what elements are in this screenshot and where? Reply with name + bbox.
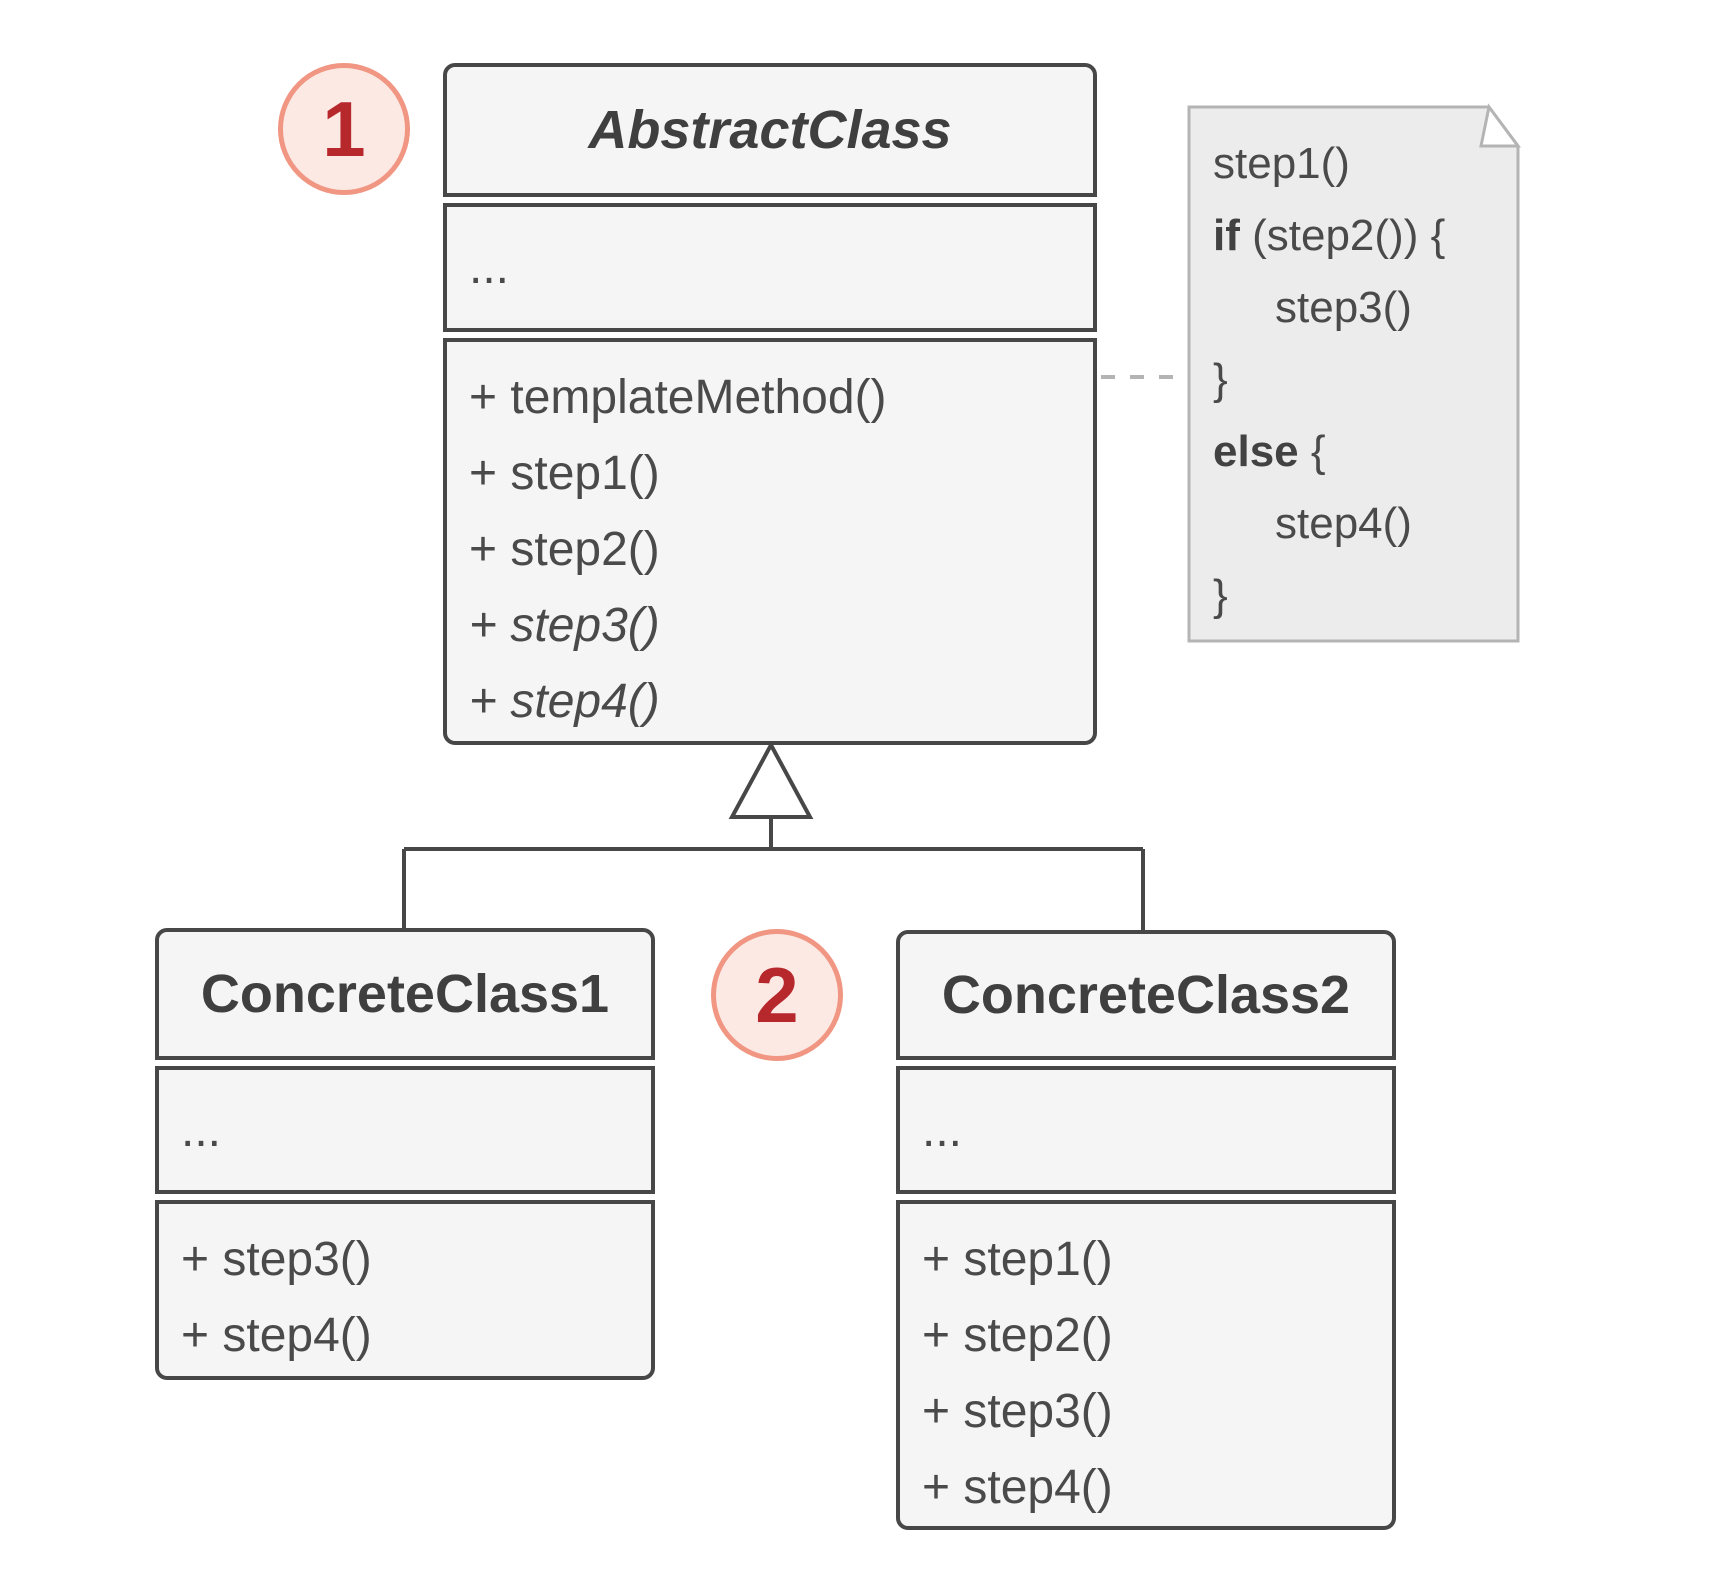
note-code-line: } — [1213, 560, 1513, 632]
note-text-segment: step1() — [1213, 139, 1350, 188]
method-item: + step2() — [922, 1309, 1113, 1362]
badge-2: 2 — [711, 929, 843, 1061]
note-code: step1() if (step2()) { step3() } else { … — [1213, 128, 1513, 632]
note-text-segment: (step2()) { — [1239, 211, 1446, 260]
method-item: + step3() — [181, 1233, 372, 1286]
badge-1: 1 — [278, 63, 410, 195]
class-concreteclass1-methods: + step3() + step4() — [155, 1200, 655, 1380]
class-concreteclass2-attributes: ... — [896, 1066, 1396, 1194]
class-concreteclass2-title: ConcreteClass2 — [896, 930, 1396, 1060]
attributes-placeholder: ... — [922, 1103, 963, 1157]
note-keyword: if — [1213, 211, 1240, 260]
method-item: + step2() — [469, 523, 660, 576]
class-abstractclass-methods: + templateMethod() + step1() + step2() +… — [443, 338, 1097, 745]
class-abstractclass: AbstractClass ... + templateMethod() + s… — [443, 63, 1097, 745]
note-shape — [1187, 105, 1520, 643]
note-code-line: if (step2()) { — [1213, 200, 1513, 272]
class-concreteclass2: ConcreteClass2 ... + step1() + step2() +… — [896, 930, 1396, 1530]
note-code-line: step1() — [1213, 128, 1513, 200]
method-item: + templateMethod() — [469, 371, 887, 424]
note-keyword: else — [1213, 427, 1299, 476]
note-text-segment: } — [1213, 355, 1228, 404]
class-name: AbstractClass — [588, 100, 952, 160]
note-code-line: else { — [1213, 416, 1513, 488]
note-text-segment: step4() — [1275, 499, 1412, 548]
class-concreteclass2-methods: + step1() + step2() + step3() + step4() — [896, 1200, 1396, 1530]
method-item: + step4() — [922, 1461, 1113, 1514]
note-text-segment: } — [1213, 571, 1228, 620]
note-text-segment: step3() — [1275, 283, 1412, 332]
class-concreteclass1: ConcreteClass1 ... + step3() + step4() — [155, 928, 655, 1380]
class-concreteclass1-title: ConcreteClass1 — [155, 928, 655, 1060]
method-item: + step4() — [181, 1309, 372, 1362]
note-fold-icon — [1479, 103, 1521, 148]
note-code-line: step4() — [1213, 488, 1513, 560]
method-item: + step4() — [469, 675, 660, 728]
method-item: + step3() — [469, 599, 660, 652]
note-text-segment: { — [1298, 427, 1326, 476]
class-name: ConcreteClass1 — [200, 964, 610, 1024]
class-concreteclass1-attributes: ... — [155, 1066, 655, 1194]
inheritance-connector-line — [402, 817, 1145, 936]
class-name: ConcreteClass2 — [941, 965, 1351, 1025]
attributes-placeholder: ... — [469, 241, 510, 294]
inheritance-triangle-icon — [728, 740, 814, 819]
class-abstractclass-attributes: ... — [443, 203, 1097, 332]
class-abstractclass-title: AbstractClass — [443, 63, 1097, 197]
note-code-line: } — [1213, 344, 1513, 416]
note-code-line: step3() — [1213, 272, 1513, 344]
method-item: + step1() — [469, 447, 660, 500]
attributes-placeholder: ... — [181, 1103, 222, 1157]
method-item: + step1() — [922, 1233, 1113, 1286]
method-item: + step3() — [922, 1385, 1113, 1438]
